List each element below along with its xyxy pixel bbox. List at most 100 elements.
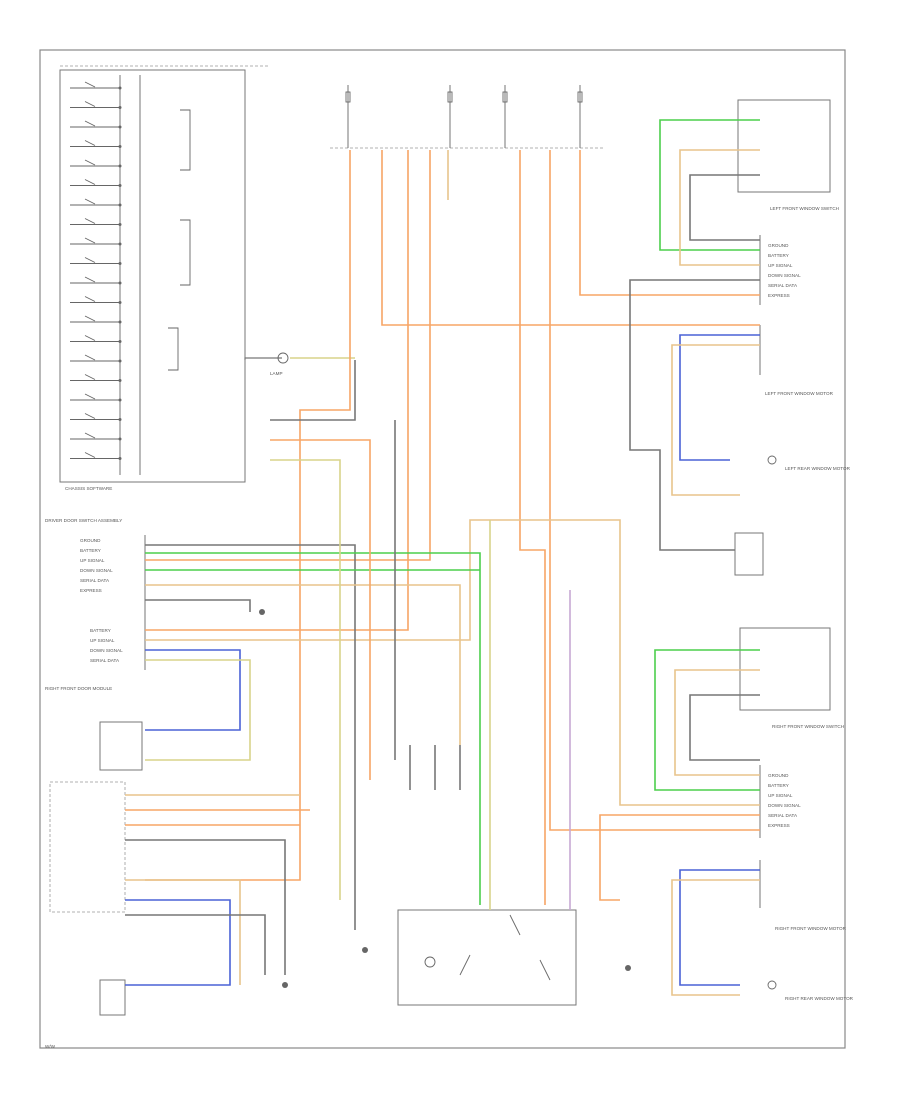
wire-tan-rb xyxy=(674,669,760,776)
switch-contact xyxy=(84,374,96,380)
grounds xyxy=(259,609,631,988)
switch-contact xyxy=(84,354,96,361)
center-switch-lamp-icon xyxy=(424,956,436,968)
switch-contact xyxy=(84,198,96,205)
lr-motor-caption: LEFT REAR WINDOW MOTOR xyxy=(785,466,851,471)
pin-label-rt-0: GROUND xyxy=(768,243,789,248)
wire-gray-relay xyxy=(629,279,760,551)
wire-gray-rb xyxy=(689,694,760,761)
wire-blue-left xyxy=(145,649,241,731)
ground-dot-3 xyxy=(625,965,631,971)
switch-contact xyxy=(84,315,96,322)
rr-motor-caption: RIGHT REAR WINDOW MOTOR xyxy=(785,996,854,1001)
page-number: W/W xyxy=(45,1044,56,1049)
lamp-icon xyxy=(277,352,289,364)
fuse-icon xyxy=(447,91,453,103)
wire-tan-long xyxy=(145,519,760,806)
pin-label-rb-5: EXPRESS xyxy=(768,823,790,828)
rr-motor-icon xyxy=(767,980,777,990)
wire-blue-rb xyxy=(679,869,760,986)
lamp-feed-wire xyxy=(244,357,282,360)
left-lower-motor-box xyxy=(99,979,126,1016)
wire-gray-left xyxy=(145,544,356,930)
switch-contact xyxy=(84,393,96,400)
wire-tan-ll2 xyxy=(125,879,241,985)
pin-label-rb-1: BATTERY xyxy=(768,783,789,788)
ground-dot-2 xyxy=(362,947,368,953)
diagram-frame xyxy=(39,49,846,1049)
left-motor-box xyxy=(99,721,143,771)
wire-tan-rb2 xyxy=(671,879,760,996)
rf-motor-caption: RIGHT FRONT WINDOW MOTOR xyxy=(775,926,847,931)
rf-door-module-caption: RIGHT FRONT DOOR MODULE xyxy=(45,686,112,691)
pin-label-rb-3: DOWN SIGNAL xyxy=(768,803,801,808)
wire-green-rb xyxy=(654,649,760,791)
wire-orange-rb xyxy=(599,814,760,901)
switch-contact xyxy=(84,237,96,244)
pin-label-rt-3: DOWN SIGNAL xyxy=(768,273,801,278)
pin-label-rb-0: GROUND xyxy=(768,773,789,778)
pin-label-left2-2: DOWN SIGNAL xyxy=(90,648,123,653)
pin-label-rt-5: EXPRESS xyxy=(768,293,790,298)
switch-rows xyxy=(70,75,141,475)
top-fuse-row xyxy=(330,85,605,149)
lr-motor-icon xyxy=(767,455,777,465)
pin-label-left-5: EXPRESS xyxy=(80,588,102,593)
right-modules: LEFT FRONT WINDOW SWITCH LEFT FRONT WIND… xyxy=(734,99,854,1001)
wire-gray-mid xyxy=(270,360,356,421)
bracket-lf xyxy=(180,109,191,171)
left-lower-modules: RIGHT FRONT DOOR MODULE W/W xyxy=(45,535,146,1049)
pin-labels: GROUND BATTERY UP SIGNAL DOWN SIGNAL SERIAL … xyxy=(80,243,801,828)
lamp-area: LAMP xyxy=(244,352,355,376)
rf-switch-box xyxy=(739,627,831,711)
lf-switch-box xyxy=(737,99,831,193)
wire-yellow-mid xyxy=(270,459,341,900)
wire-blue-rt xyxy=(679,334,760,461)
center-switch-contact-1 xyxy=(459,954,471,976)
wire-green-rt xyxy=(659,119,760,251)
switch-contact xyxy=(84,432,96,439)
fuse-icon xyxy=(502,91,508,103)
ground-dot-1 xyxy=(259,609,265,615)
wire-orange-mid xyxy=(270,439,371,780)
switch-contact xyxy=(84,335,96,341)
wire-orange-3 xyxy=(145,150,409,631)
switch-contact xyxy=(84,452,96,458)
driver-door-switch-caption: DRIVER DOOR SWITCH ASSEMBLY xyxy=(45,518,122,523)
center-bottom-switch xyxy=(397,909,577,1006)
wire-tan-rt2 xyxy=(671,344,760,496)
switch-contact xyxy=(84,179,96,185)
switch-contact xyxy=(84,101,96,107)
pin-label-rt-1: BATTERY xyxy=(768,253,789,258)
wires xyxy=(125,119,760,996)
master-switch-panel: CHASSIS SOFTWARE DRIVER DOOR SWITCH ASSE… xyxy=(45,65,270,523)
wire-blue-ll xyxy=(125,899,231,986)
pin-label-left-2: UP SIGNAL xyxy=(80,558,105,563)
wire-gray-ground xyxy=(145,599,251,612)
wire-green-left xyxy=(145,552,481,905)
wire-tan-left xyxy=(145,584,461,745)
center-switch-box xyxy=(397,909,577,1006)
wire-orange-2 xyxy=(381,150,760,326)
lamp-label: LAMP xyxy=(270,371,283,376)
wire-orange-1 xyxy=(145,150,351,881)
fuse-icon xyxy=(345,91,351,103)
wire-gray-ll2 xyxy=(125,914,266,975)
lf-switch-caption: LEFT FRONT WINDOW SWITCH xyxy=(770,206,839,211)
wire-yellow-left xyxy=(145,659,251,761)
master-switch-box xyxy=(59,69,246,483)
ground-dot-4 xyxy=(282,982,288,988)
rf-switch-caption: RIGHT FRONT WINDOW SWITCH xyxy=(772,724,844,729)
switch-contact xyxy=(84,296,96,302)
wire-orange-7 xyxy=(579,150,760,296)
pin-label-left2-3: SERIAL DATA xyxy=(90,658,120,663)
wire-gray-rt xyxy=(689,174,760,241)
bracket-rf xyxy=(180,219,191,286)
pin-label-left-0: GROUND xyxy=(80,538,101,543)
pin-label-left-1: BATTERY xyxy=(80,548,101,553)
pin-label-rb-2: UP SIGNAL xyxy=(768,793,793,798)
pin-label-rt-4: SERIAL DATA xyxy=(768,283,798,288)
lf-motor-caption: LEFT FRONT WINDOW MOTOR xyxy=(765,391,834,396)
pin-label-rb-4: SERIAL DATA xyxy=(768,813,798,818)
